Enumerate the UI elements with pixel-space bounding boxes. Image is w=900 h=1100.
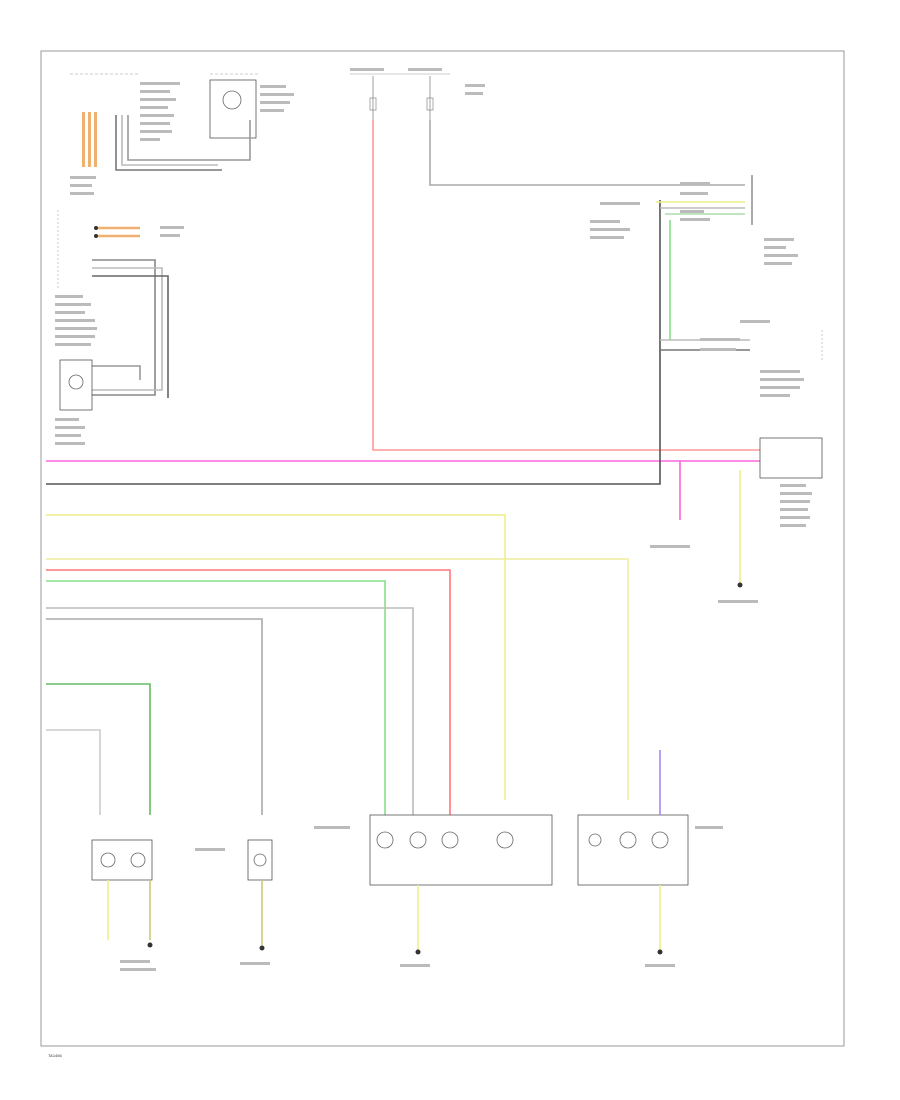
diagram-frame (40, 50, 845, 1047)
bulb-icon (376, 831, 394, 849)
right-top-connector (590, 175, 798, 340)
top-module-box (209, 79, 257, 139)
bulb-icon (409, 831, 427, 849)
top-left-module-group (70, 73, 294, 195)
bottom-center-lamp-assembly (314, 814, 553, 967)
ground-icon (415, 949, 421, 955)
bottom-left-lamp (91, 839, 225, 971)
fuse-icon (426, 97, 434, 111)
bottom-small-component (240, 839, 273, 965)
ground-icon (259, 945, 265, 951)
bulb-icon (588, 833, 602, 847)
bulb-icon (651, 831, 669, 849)
top-connector-orange (82, 112, 97, 167)
bulb-icon (130, 852, 146, 868)
left-lamp-module (55, 210, 169, 445)
bottom-right-lamp-assembly (577, 750, 723, 967)
ground-icon (737, 582, 743, 588)
bulb-icon (253, 853, 267, 867)
left-orange-connector-pair (94, 226, 184, 238)
bulb-icon (496, 831, 514, 849)
figure-id: TA1456 (48, 1053, 62, 1058)
bulb-icon (100, 852, 116, 868)
right-lower-connector (650, 437, 823, 603)
fuse-icon (369, 97, 377, 111)
bulb-icon (441, 831, 459, 849)
wire-bus (46, 120, 760, 815)
top-module-bulb-icon (222, 90, 242, 110)
left-lamp-bulb-icon (68, 374, 84, 390)
right-middle-connector (660, 320, 823, 397)
ground-icon (657, 949, 663, 955)
bulb-icon (619, 831, 637, 849)
fuse-block (350, 68, 485, 120)
top-left-text-block (70, 82, 294, 195)
ground-icon (147, 942, 153, 948)
top-gray-bus (115, 115, 251, 171)
